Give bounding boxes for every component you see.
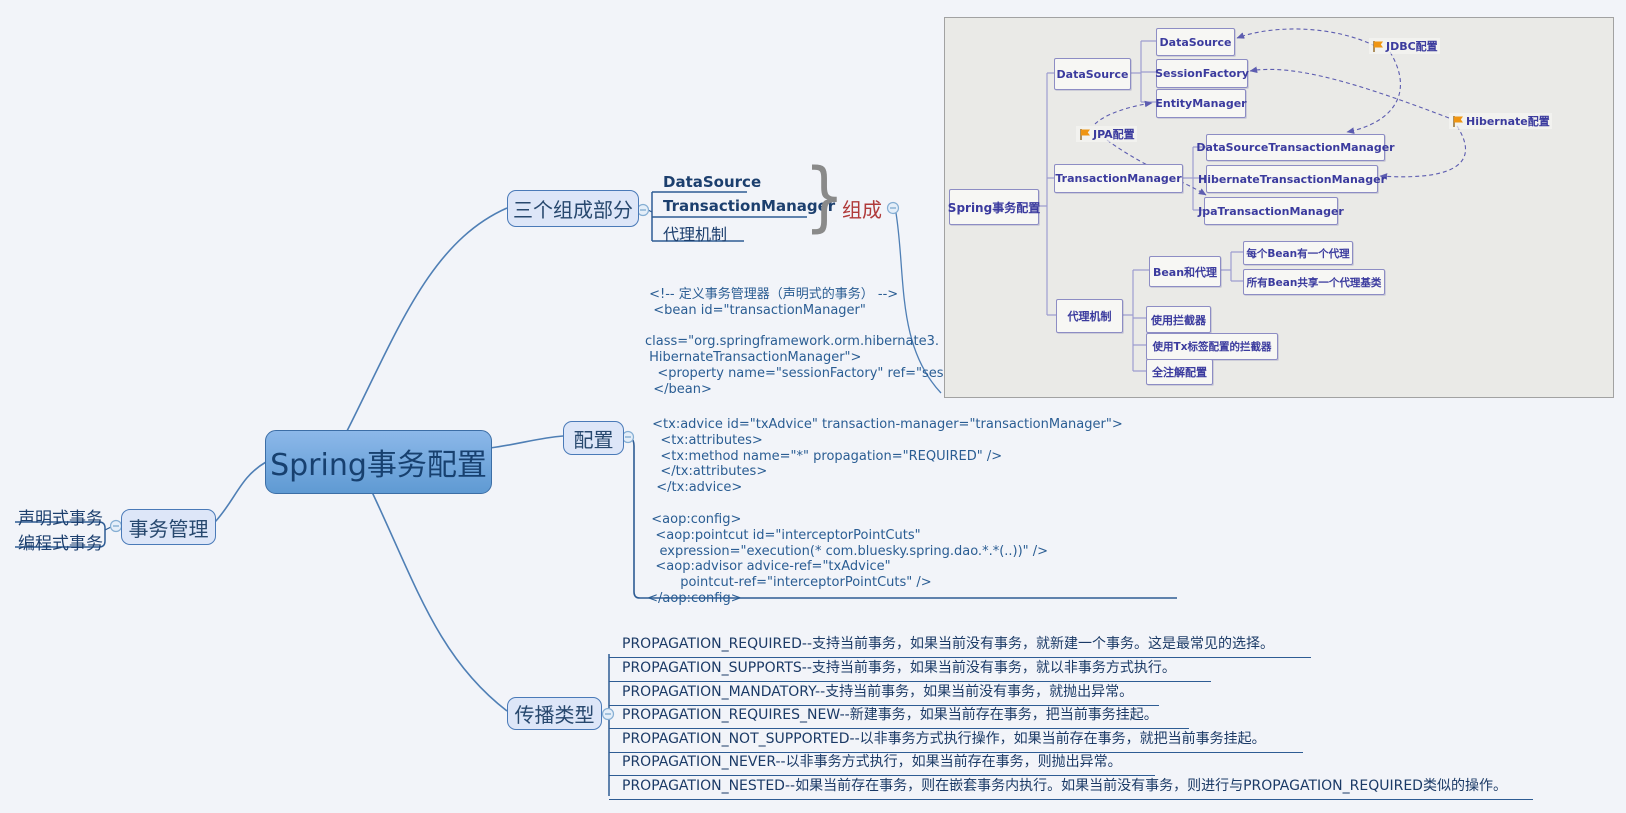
flag-jdbc-config: JDBC配置 <box>1369 38 1440 54</box>
leaf-proxy-mechanism[interactable]: 代理机制 <box>663 225 728 244</box>
leaf-transactionmanager[interactable]: TransactionManager <box>663 197 836 215</box>
branch-propagation-types[interactable]: 传播类型 <box>507 697 602 730</box>
leaf-datasource[interactable]: DataSource <box>663 173 762 191</box>
central-topic-label: Spring事务配置 <box>270 448 487 483</box>
image-node-jpa-tx-manager: JpaTransactionManager <box>1198 197 1344 225</box>
flag-icon <box>1373 40 1383 52</box>
propagation-item-never[interactable]: PROPAGATION_NEVER--以非事务方式执行，如果当前存在事务，则抛出… <box>609 751 1155 776</box>
branch-propagation-types-label: 传播类型 <box>514 703 595 727</box>
branch-transaction-management-label: 事务管理 <box>128 516 209 541</box>
flag-hibernate-config: Hibernate配置 <box>1449 113 1552 129</box>
flag-hibernate-config-label: Hibernate配置 <box>1466 115 1550 128</box>
image-node-tx-tag-interceptor: 使用Tx标签配置的拦截器 <box>1146 333 1278 360</box>
propagation-item-requires-new[interactable]: PROPAGATION_REQUIRES_NEW--新建事务，如果当前存在事务，… <box>609 704 1189 729</box>
flag-jpa-config-label: JPA配置 <box>1093 128 1135 141</box>
image-node-shared-proxy-base: 所有Bean共享一个代理基类 <box>1243 269 1385 295</box>
curly-brace: } <box>804 153 845 241</box>
image-node-proxy-mechanism: 代理机制 <box>1056 299 1123 333</box>
leaf-programmatic-tx[interactable]: 编程式事务 <box>18 534 103 554</box>
callout-composition[interactable]: 组成 <box>842 198 882 222</box>
image-node-datasource-tx-manager: DataSourceTransactionManager <box>1196 134 1395 161</box>
image-node-datasource-group: DataSource <box>1054 58 1131 90</box>
flag-jdbc-config-label: JDBC配置 <box>1386 40 1438 53</box>
image-node-proxy-per-bean: 每个Bean有一个代理 <box>1243 241 1353 265</box>
propagation-item-not-supported[interactable]: PROPAGATION_NOT_SUPPORTED--以非事务方式执行操作，如果… <box>609 728 1303 753</box>
image-node-bean-and-proxy: Bean和代理 <box>1149 256 1221 287</box>
propagation-item-supports[interactable]: PROPAGATION_SUPPORTS--支持当前事务，如果当前没有事务，就以… <box>609 657 1211 682</box>
branch-config[interactable]: 配置 <box>563 421 624 455</box>
code-aop-config[interactable]: <aop:config> <aop:pointcut id="intercept… <box>647 512 1049 606</box>
code-tx-advice[interactable]: <tx:advice id="txAdvice" transaction-man… <box>652 417 1123 496</box>
image-node-root: Spring事务配置 <box>948 189 1040 225</box>
propagation-item-required[interactable]: PROPAGATION_REQUIRED--支持当前事务，如果当前没有事务，就新… <box>609 633 1311 658</box>
branch-config-label: 配置 <box>573 427 614 452</box>
branch-transaction-management[interactable]: 事务管理 <box>121 509 216 545</box>
flag-icon <box>1080 128 1090 140</box>
attached-image-spring-tx-overview[interactable]: Spring事务配置 DataSource DataSource Session… <box>944 17 1614 398</box>
leaf-declarative-tx[interactable]: 声明式事务 <box>18 509 103 529</box>
image-node-use-interceptor: 使用拦截器 <box>1146 306 1211 333</box>
image-node-sessionfactory: SessionFactory <box>1155 59 1249 88</box>
central-topic[interactable]: Spring事务配置 <box>265 430 492 494</box>
image-node-entitymanager: EntityManager <box>1155 89 1247 118</box>
code-bean-definition[interactable]: <!-- 定义事务管理器（声明式的事务） --> <bean id="trans… <box>645 287 1043 397</box>
image-node-hibernate-tx-manager: HibernateTransactionManager <box>1198 165 1386 193</box>
image-node-datasource: DataSource <box>1156 28 1235 56</box>
branch-three-components-label: 三个组成部分 <box>513 198 633 222</box>
image-node-transactionmanager-group: TransactionManager <box>1054 164 1183 193</box>
image-node-full-annotation: 全注解配置 <box>1146 359 1213 385</box>
propagation-item-nested[interactable]: PROPAGATION_NESTED--如果当前存在事务，则在嵌套事务内执行。如… <box>609 775 1533 800</box>
propagation-item-mandatory[interactable]: PROPAGATION_MANDATORY--支持当前事务，如果当前没有事务，就… <box>609 681 1159 706</box>
flag-icon <box>1453 115 1463 127</box>
flag-jpa-config: JPA配置 <box>1076 126 1137 142</box>
branch-three-components[interactable]: 三个组成部分 <box>507 190 639 227</box>
